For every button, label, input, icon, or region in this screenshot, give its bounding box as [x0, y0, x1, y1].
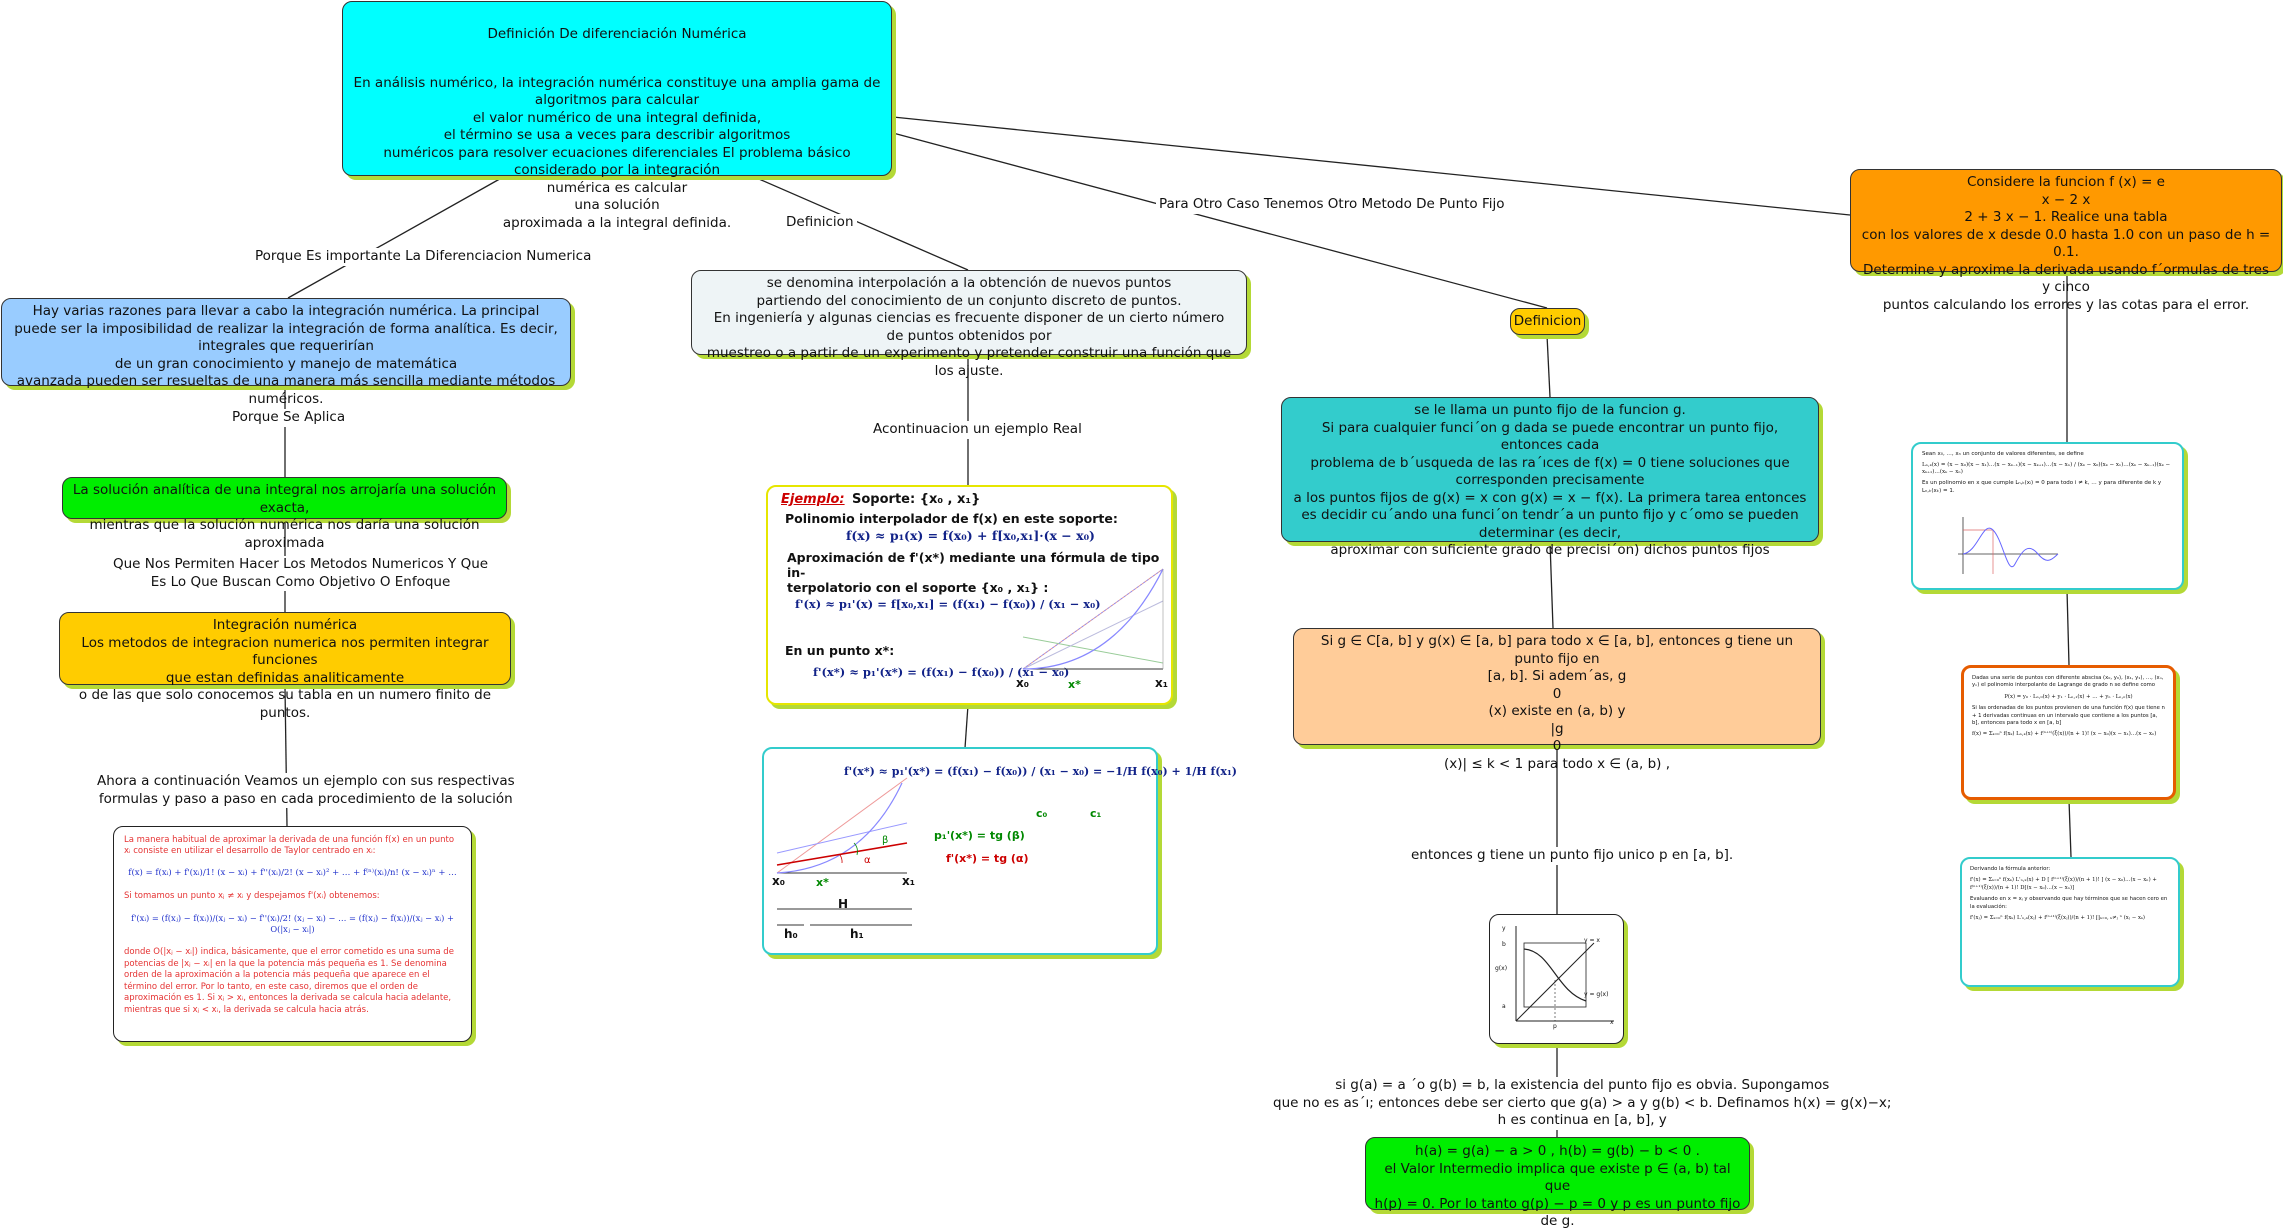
- lagrange-poly-formula: P(x) = y₀ · Lₙ,₀(x) + y₁ · Lₙ,₁(x) + … +…: [2004, 693, 2133, 700]
- root-body: En análisis numérico, la integración num…: [353, 74, 881, 232]
- lagrange-basis-formula: Lₙ,ₖ(x) = (x − x₀)(x − x₁)…(x − xₖ₋₁)(x …: [1922, 461, 2171, 476]
- graph-b: b: [1502, 941, 1506, 948]
- taylor-despeje-text: Si tomamos un punto xⱼ ≠ xᵢ y despejamos…: [124, 891, 380, 902]
- ejemplo-x1-label: x₁: [1155, 676, 1168, 690]
- derivada-formula: f'(x*) ≈ p₁'(x*) = (f(x₁) − f(x₀)) / (x₁…: [844, 765, 1237, 778]
- graph-x-axis: x: [1610, 1019, 1614, 1026]
- taylor-derivative-formula: f'(xᵢ) = (f(xⱼ) − f(xᵢ))/(xⱼ − xᵢ) − f''…: [131, 912, 454, 935]
- ejemplo-interpolation-graph: [1022, 568, 1164, 670]
- lagrange-poly-intro: Dadas una serie de puntos con diferente …: [1972, 675, 2164, 689]
- solucion-analitica-node[interactable]: La solución analítica de una integral no…: [62, 477, 507, 551]
- taylor-error-text: donde O(|xⱼ − xᵢ|) indica, básicamente, …: [124, 947, 454, 1015]
- edge-label-unico: entonces g tiene un punto fijo unico p e…: [1408, 847, 1737, 865]
- ejemplo-x0-label: x₀: [1016, 676, 1029, 690]
- derivada-c0-label: c₀: [1036, 807, 1048, 820]
- taylor-series-formula: f(x) = f(xᵢ) + f'(xᵢ)/1! (x − xᵢ) + f''(…: [128, 867, 457, 878]
- derivando-formula: f'(x) = Σₖ₌₀ⁿ f(xₖ) L'ₙ,ₖ(x) + D [ f⁽ⁿ⁺¹…: [1970, 877, 2157, 891]
- interpolacion-node[interactable]: se denomina interpolación a la obtención…: [691, 270, 1247, 379]
- derivada-card[interactable]: f'(x*) ≈ p₁'(x*) = (f(x₁) − f(x₀)) / (x₁…: [762, 747, 1237, 955]
- ejemplo-punto-formula: f'(x*) ≈ p₁'(x*) = (f(x₁) − f(x₀)) / (x₁…: [813, 665, 1070, 679]
- integracion-numerica-node[interactable]: Integración numérica Los metodos de inte…: [59, 612, 511, 721]
- graph-y-eq-gx: y = g(x): [1584, 991, 1609, 998]
- ejemplo-xstar-label: x*: [1068, 678, 1081, 691]
- ejemplo-aproximacion-text: Aproximación de f'(x*) mediante una fórm…: [787, 550, 1160, 595]
- derivada-alpha: α: [864, 855, 871, 866]
- derivada-h1-label: h₁: [850, 927, 864, 941]
- derivada-beta: β: [882, 835, 889, 846]
- derivada-x0-label: x₀: [772, 874, 785, 888]
- edge-label-continuacion-ejemplo: Acontinuacion un ejemplo Real: [870, 421, 1085, 439]
- lagrange-polynomial-card[interactable]: Dadas una serie de puntos con diferente …: [1961, 665, 2176, 800]
- lagrange-basis-plot: [1958, 517, 2059, 574]
- derivando-intro: Derivando la fórmula anterior:: [1970, 866, 2051, 872]
- taylor-derivative-card[interactable]: La manera habitual de aproximar la deriv…: [113, 826, 472, 1042]
- fixed-point-graph-card[interactable]: y = x y = g(x) y b g(x) a x p: [1489, 914, 1624, 1044]
- derivada-c1-label: c₁: [1090, 807, 1102, 820]
- lagrange-basis-card[interactable]: Sean x₀, …, xₙ un conjunto de valores di…: [1911, 442, 2184, 590]
- edge-label-nos-permiten: Que Nos Permiten Hacer Los Metodos Numer…: [110, 556, 492, 592]
- derivada-H-label: H: [838, 897, 849, 911]
- edge-label-definicion: Definicion: [783, 214, 857, 232]
- root-definicion-node[interactable]: Definición De diferenciación Numérica En…: [342, 1, 892, 231]
- lagrange-poly-condition: Si las ordenadas de los puntos provienen…: [1972, 705, 2165, 727]
- ejemplo-polinomio-formula: f(x) ≈ p₁(x) = f(x₀) + f[x₀,x₁]·(x − x₀): [846, 528, 1095, 543]
- edge-label-porque-aplica: Porque Se Aplica: [229, 409, 349, 427]
- edge-label-porque-importante: Porque Es importante La Diferenciacion N…: [252, 248, 595, 266]
- graph-p: p: [1553, 1023, 1557, 1030]
- derivando-card[interactable]: Derivando la fórmula anterior: f'(x) = Σ…: [1960, 857, 2180, 987]
- ejemplo-soporte: Soporte: {x₀ , x₁}: [852, 492, 981, 507]
- valor-intermedio-node[interactable]: h(a) = g(a) − a > 0 , h(b) = g(b) − b < …: [1365, 1137, 1750, 1229]
- considere-node[interactable]: Considere la funcion f (x) = e x − 2 x 2…: [1850, 169, 2282, 313]
- derivada-tg-alpha: f'(x*) = tg (α): [946, 852, 1029, 865]
- graph-y-eq-x: y = x: [1584, 937, 1600, 944]
- ejemplo-en-punto-text: En un punto x*:: [785, 643, 895, 658]
- lagrange-basis-note: Es un polinomio en x que cumple Lₙ,ₖ(xᵢ)…: [1922, 480, 2162, 494]
- teorema-node[interactable]: Si g ∈ C[a, b] y g(x) ∈ [a, b] para todo…: [1293, 628, 1821, 772]
- derivada-h0-label: h₀: [784, 927, 798, 941]
- lagrange-poly-error-formula: f(x) = Σₖ₌₀ⁿ f(xₖ) Lₙ,ₖ(x) + f⁽ⁿ⁺¹⁾(ξ(x)…: [1972, 731, 2157, 738]
- derivando-evaluando-text: Evaluando en x = xⱼ y observando que hay…: [1970, 896, 2168, 910]
- taylor-intro-text: La manera habitual de aproximar la deriv…: [124, 835, 455, 857]
- derivada-step-axis: [777, 908, 912, 926]
- fixed-point-graph: [1515, 926, 1614, 1022]
- derivada-secant-graph: [776, 777, 908, 874]
- punto-fijo-node[interactable]: se le llama un punto fijo de la funcion …: [1281, 397, 1819, 558]
- derivada-tg-beta: p₁'(x*) = tg (β): [934, 829, 1025, 842]
- derivada-x1-label: x₁: [902, 874, 915, 888]
- razones-node[interactable]: Hay varias razones para llevar a cabo la…: [1, 298, 571, 407]
- derivada-xstar-label: x*: [816, 876, 829, 889]
- definicion-tag-node[interactable]: Definicion: [1510, 308, 1585, 335]
- ejemplo-card[interactable]: Ejemplo: Soporte: {x₀ , x₁} Polinomio in…: [766, 485, 1173, 705]
- ejemplo-derivada-formula: f'(x) ≈ p₁'(x) = f[x₀,x₁] = (f(x₁) − f(x…: [795, 597, 1101, 611]
- derivando-evaluated-formula: f'(xⱼ) = Σₖ₌₀ⁿ f(xₖ) L'ₙ,ₖ(xⱼ) + f⁽ⁿ⁺¹⁾(…: [1970, 915, 2145, 922]
- ejemplo-polinomio-text: Polinomio interpolador de f(x) en este s…: [785, 511, 1118, 526]
- edge-label-si-ga: si g(a) = a ´o g(b) = b, la existencia d…: [1270, 1077, 1895, 1130]
- graph-gx: g(x): [1495, 965, 1508, 972]
- edge-label-otro-caso: Para Otro Caso Tenemos Otro Metodo De Pu…: [1156, 196, 1508, 214]
- ejemplo-heading: Ejemplo:: [781, 492, 845, 507]
- graph-y: y: [1502, 925, 1506, 932]
- lagrange-basis-intro: Sean x₀, …, xₙ un conjunto de valores di…: [1922, 451, 2084, 457]
- root-title: Definición De diferenciación Numérica: [487, 25, 747, 42]
- graph-a: a: [1502, 1003, 1506, 1010]
- edge-label-ahora-ejemplo: Ahora a continuación Veamos un ejemplo c…: [94, 773, 518, 809]
